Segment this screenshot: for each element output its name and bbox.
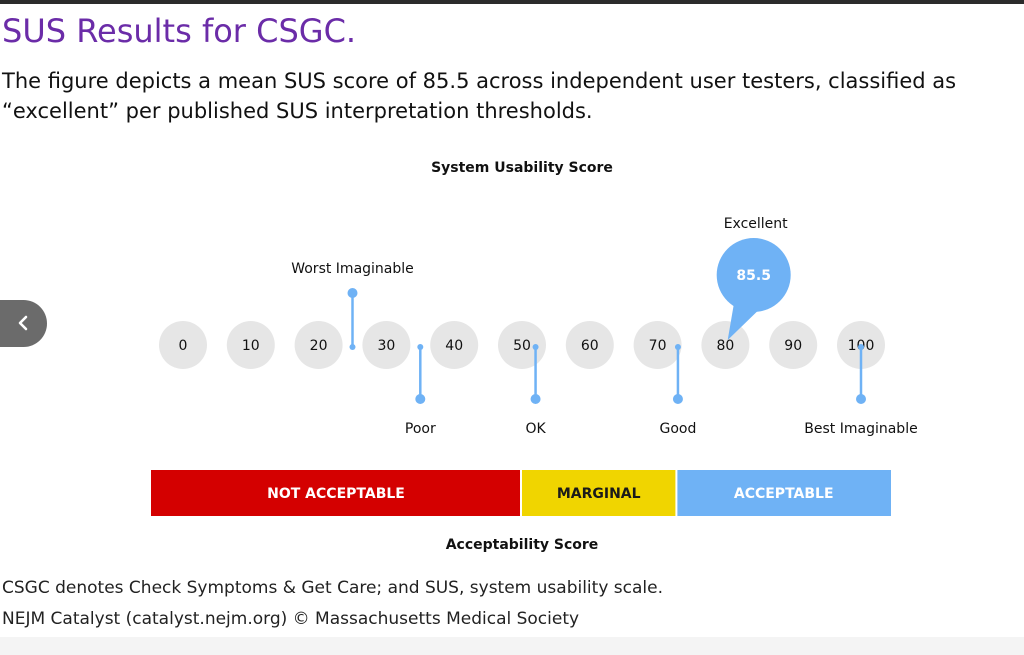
tick-circle (294, 321, 343, 369)
tick-label: 0 (179, 338, 188, 354)
acceptability-band (676, 470, 891, 516)
adjective-label: Worst Imaginable (291, 261, 414, 277)
adjective-dot (415, 394, 426, 404)
adjective-label: Best Imaginable (804, 421, 917, 437)
sus-chart: System Usability Score 0 10 20 30 40 50 60 70 80 9… (151, 160, 918, 553)
acceptability-band (521, 470, 677, 516)
chart-title: System Usability Score (431, 160, 613, 176)
top-bar (0, 0, 1024, 4)
adjective-anchor (349, 344, 356, 350)
acceptability-band-label: NOT ACCEPTABLE (267, 486, 405, 502)
bottom-band (0, 637, 1024, 655)
tick-label: 30 (377, 338, 395, 354)
tick-label: 60 (581, 338, 599, 354)
adjective-dot (347, 288, 358, 298)
acceptability-band-label: ACCEPTABLE (734, 486, 834, 502)
score-value: 85.5 (736, 268, 771, 284)
adjective-label: Poor (405, 421, 436, 437)
adjective-anchor (858, 344, 864, 350)
adjective-label: Good (660, 421, 697, 437)
tick-circle (226, 321, 275, 369)
adjective-anchor (417, 344, 424, 350)
tick-circle (362, 321, 411, 369)
tick-label: 20 (310, 338, 328, 354)
previous-figure-button[interactable] (0, 300, 47, 347)
chevron-left-icon (18, 315, 28, 331)
footnote: CSGC denotes Check Symptoms & Get Care; … (2, 578, 663, 598)
acceptability-band (151, 470, 521, 516)
tick-circle (633, 321, 682, 369)
score-bubble-pointer (727, 305, 760, 340)
tick-circle (701, 321, 750, 369)
tick-label: 90 (784, 338, 802, 354)
page-title: SUS Results for CSGC. (2, 12, 357, 50)
tick-circle (769, 321, 818, 369)
adjective-dot (856, 394, 866, 404)
credit-line: NEJM Catalyst (catalyst.nejm.org) © Mass… (2, 609, 580, 629)
tick-label: 70 (649, 338, 667, 354)
x-axis-label: Acceptability Score (446, 537, 599, 553)
tick-circle (498, 321, 546, 369)
tick-circle (430, 321, 479, 369)
adjective-dot (530, 394, 541, 404)
adjective-dot (672, 394, 683, 404)
tick-circle (159, 321, 207, 369)
adjective-label: OK (525, 421, 546, 437)
acceptability-band-label: MARGINAL (557, 486, 641, 502)
tick-label: 80 (716, 338, 734, 354)
adjective-anchor (532, 344, 539, 350)
tick-label: 50 (513, 338, 531, 354)
score-bubble (716, 238, 791, 312)
tick-label: 10 (242, 338, 260, 354)
score-category: Excellent (724, 216, 788, 232)
tick-label: 40 (445, 338, 463, 354)
tick-circle (565, 321, 614, 369)
figure-description: The figure depicts a mean SUS score of 8… (2, 69, 957, 123)
adjective-anchor (674, 344, 681, 350)
